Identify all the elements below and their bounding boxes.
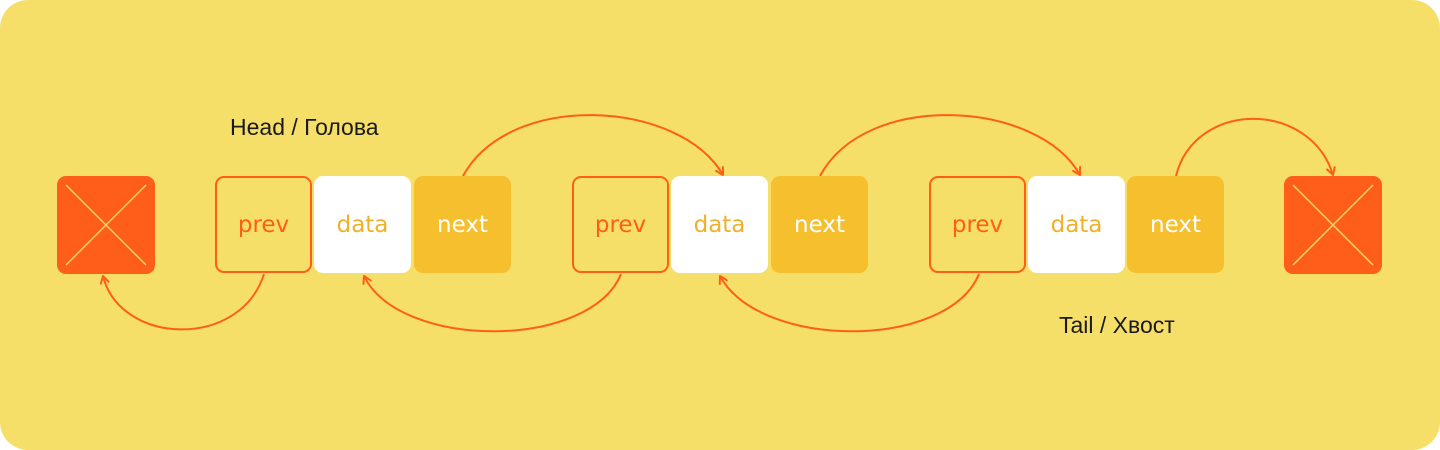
node-3-data: data [1028,176,1125,273]
node-1-next: next [414,176,511,273]
cross-icon [1292,184,1374,266]
node-2-prev: prev [572,176,669,273]
prev-arrow-3 [718,273,980,333]
node-2-data: data [671,176,768,273]
head-label: Head / Голова [230,114,379,140]
null-right [1284,176,1382,274]
null-left [57,176,155,274]
next-arrow-3 [1175,118,1336,177]
next-arrow-1 [462,114,724,177]
node-3-prev: prev [929,176,1026,273]
next-arrow-2 [819,114,1082,177]
node-1-prev: prev [215,176,312,273]
prev-arrow-2 [362,273,622,333]
prev-arrow-1 [99,273,265,331]
node-3-next: next [1127,176,1224,273]
tail-label: Tail / Хвост [1059,312,1175,338]
node-1-data: data [314,176,411,273]
cross-icon [65,184,147,266]
node-2-next: next [771,176,868,273]
